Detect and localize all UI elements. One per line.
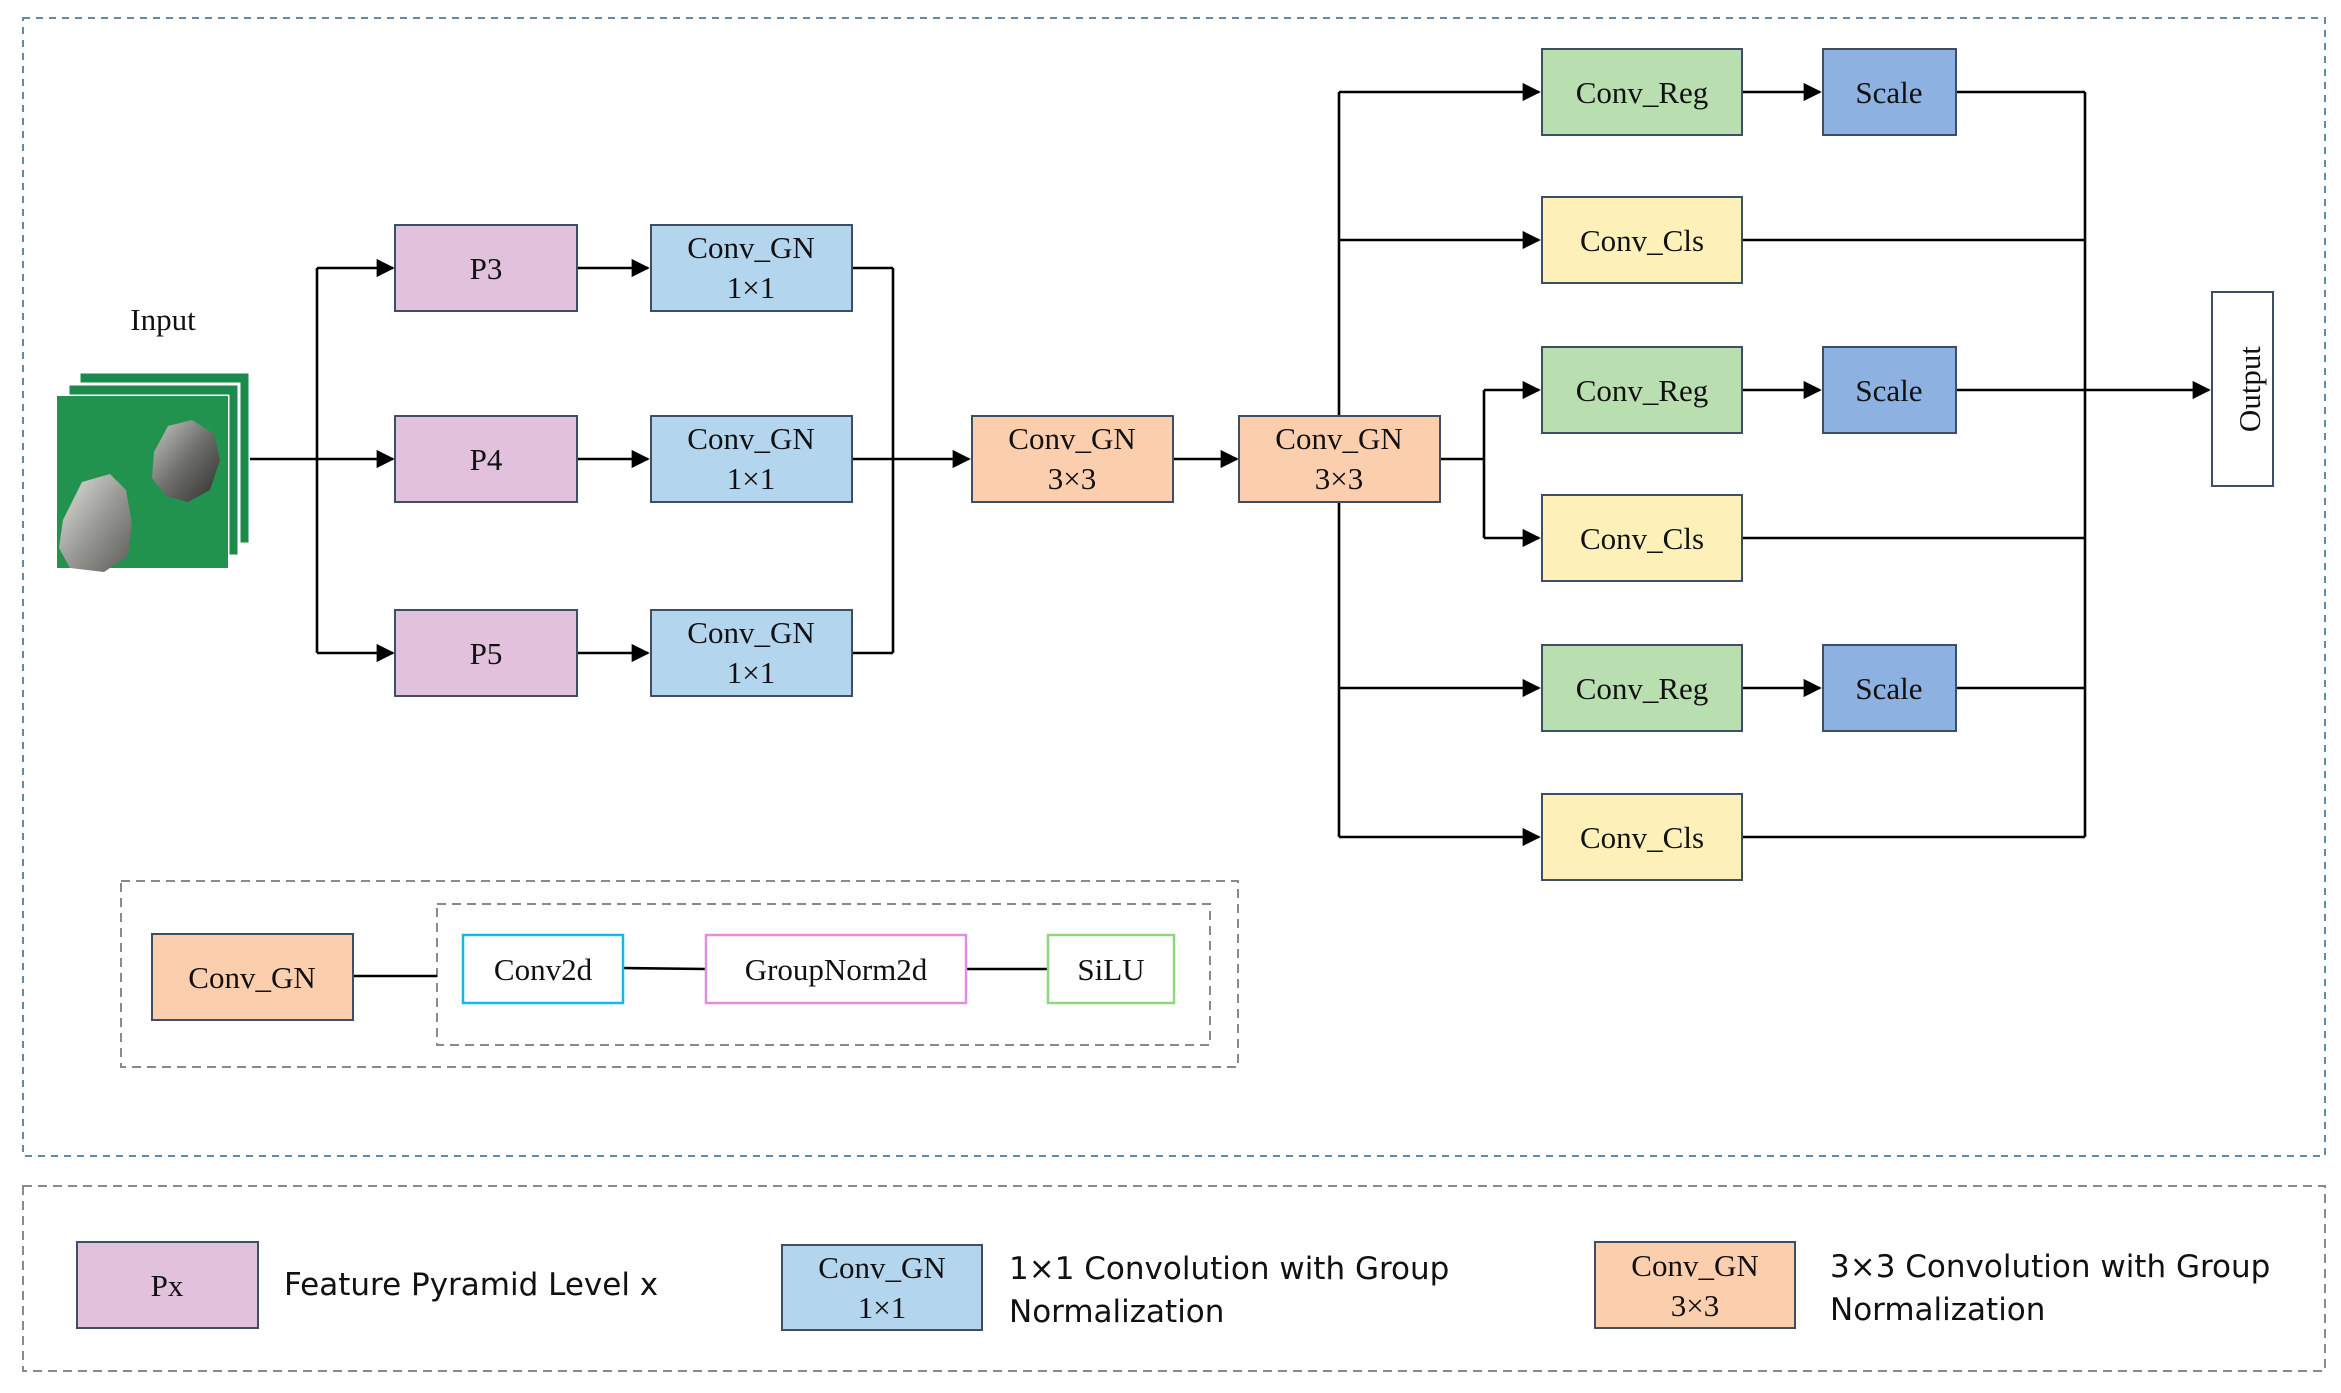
legend-frame xyxy=(22,1185,2326,1372)
input-connectors xyxy=(250,258,1239,663)
svg-text:Conv_Cls: Conv_Cls xyxy=(1580,223,1704,258)
pyramid-level-p4: P4 xyxy=(394,415,578,503)
svg-text:3×3: 3×3 xyxy=(1315,461,1363,496)
conv-cls-3: Conv_Cls xyxy=(1541,793,1743,881)
detail-groupnorm2d: GroupNorm2d xyxy=(704,933,968,1005)
detail-conv2d: Conv2d xyxy=(461,933,625,1005)
conv-reg-3: Conv_Reg xyxy=(1541,644,1743,732)
legend-conv3x3-desc-line2: Normalization xyxy=(1830,1292,2045,1328)
input-label: Input xyxy=(130,302,196,337)
svg-text:Conv_GN: Conv_GN xyxy=(818,1250,945,1285)
svg-text:Conv_GN: Conv_GN xyxy=(687,230,814,265)
legend-pyramid-desc: Feature Pyramid Level x xyxy=(284,1267,658,1303)
conv-gn-1x1-p3: Conv_GN 1×1 xyxy=(650,224,853,312)
svg-text:P4: P4 xyxy=(470,442,503,477)
scale-2: Scale xyxy=(1822,346,1957,434)
pyramid-level-p3: P3 xyxy=(394,224,578,312)
svg-text:Conv_Reg: Conv_Reg xyxy=(1576,373,1709,408)
scale-1: Scale xyxy=(1822,48,1957,136)
conv-cls-2: Conv_Cls xyxy=(1541,494,1743,582)
svg-text:Conv2d: Conv2d xyxy=(494,952,593,987)
conv-cls-1: Conv_Cls xyxy=(1541,196,1743,284)
detail-outer-frame xyxy=(120,880,1239,1068)
svg-text:Conv_GN: Conv_GN xyxy=(1631,1248,1758,1283)
detail-conv-gn: Conv_GN xyxy=(151,933,354,1021)
conv-gn-3x3-head: Conv_GN 3×3 xyxy=(1238,415,1441,503)
svg-text:P3: P3 xyxy=(470,251,503,286)
legend-conv1x1-swatch: Conv_GN 1×1 xyxy=(781,1244,983,1331)
output-box: Output xyxy=(2211,291,2274,487)
detail-inner-frame xyxy=(436,903,1211,1046)
conv-gn-1x1-p4: Conv_GN 1×1 xyxy=(650,415,853,503)
conv-gn-3x3-shared: Conv_GN 3×3 xyxy=(971,415,1174,503)
svg-text:1×1: 1×1 xyxy=(727,270,775,305)
legend-conv3x3-swatch: Conv_GN 3×3 xyxy=(1594,1241,1796,1329)
rock-bright xyxy=(59,474,132,572)
svg-text:Conv_GN: Conv_GN xyxy=(1275,421,1402,456)
legend: Px Feature Pyramid Level x Conv_GN 1×1 1… xyxy=(76,1241,2270,1331)
svg-text:SiLU: SiLU xyxy=(1077,952,1144,987)
svg-text:Conv_Cls: Conv_Cls xyxy=(1580,820,1704,855)
svg-text:Conv_Cls: Conv_Cls xyxy=(1580,521,1704,556)
svg-text:Conv_GN: Conv_GN xyxy=(1008,421,1135,456)
legend-pyramid-swatch: Px xyxy=(76,1241,259,1329)
svg-text:Conv_GN: Conv_GN xyxy=(687,421,814,456)
svg-text:1×1: 1×1 xyxy=(727,461,775,496)
legend-conv1x1-desc-line1: 1×1 Convolution with Group xyxy=(1009,1251,1449,1287)
svg-text:Conv_Reg: Conv_Reg xyxy=(1576,671,1709,706)
conv-reg-1: Conv_Reg xyxy=(1541,48,1743,136)
svg-text:1×1: 1×1 xyxy=(858,1290,906,1325)
svg-text:1×1: 1×1 xyxy=(727,655,775,690)
scale-3: Scale xyxy=(1822,644,1957,732)
svg-text:Scale: Scale xyxy=(1855,373,1922,408)
svg-text:Conv_Reg: Conv_Reg xyxy=(1576,75,1709,110)
legend-conv1x1-desc-line2: Normalization xyxy=(1009,1294,1224,1330)
svg-text:Output: Output xyxy=(2232,346,2267,433)
rock-dark xyxy=(152,420,220,502)
input-image-stack xyxy=(55,370,252,572)
svg-text:P5: P5 xyxy=(470,636,503,671)
detail-silu: SiLU xyxy=(1046,933,1176,1005)
head-connectors xyxy=(1337,82,2211,847)
pyramid-level-p5: P5 xyxy=(394,609,578,697)
svg-text:3×3: 3×3 xyxy=(1048,461,1096,496)
svg-text:Px: Px xyxy=(151,1268,184,1303)
legend-conv3x3-desc-line1: 3×3 Convolution with Group xyxy=(1830,1249,2270,1285)
conv-reg-2: Conv_Reg xyxy=(1541,346,1743,434)
svg-text:Conv_GN: Conv_GN xyxy=(687,615,814,650)
conv-gn-detail: Conv_GN Conv2d GroupNorm2d SiLU xyxy=(120,880,1239,1068)
svg-text:Scale: Scale xyxy=(1855,671,1922,706)
svg-text:3×3: 3×3 xyxy=(1671,1288,1719,1323)
main-frame xyxy=(22,17,2326,1157)
svg-text:Conv_GN: Conv_GN xyxy=(188,960,315,995)
svg-text:GroupNorm2d: GroupNorm2d xyxy=(745,952,928,987)
svg-text:Scale: Scale xyxy=(1855,75,1922,110)
conv-gn-1x1-p5: Conv_GN 1×1 xyxy=(650,609,853,697)
